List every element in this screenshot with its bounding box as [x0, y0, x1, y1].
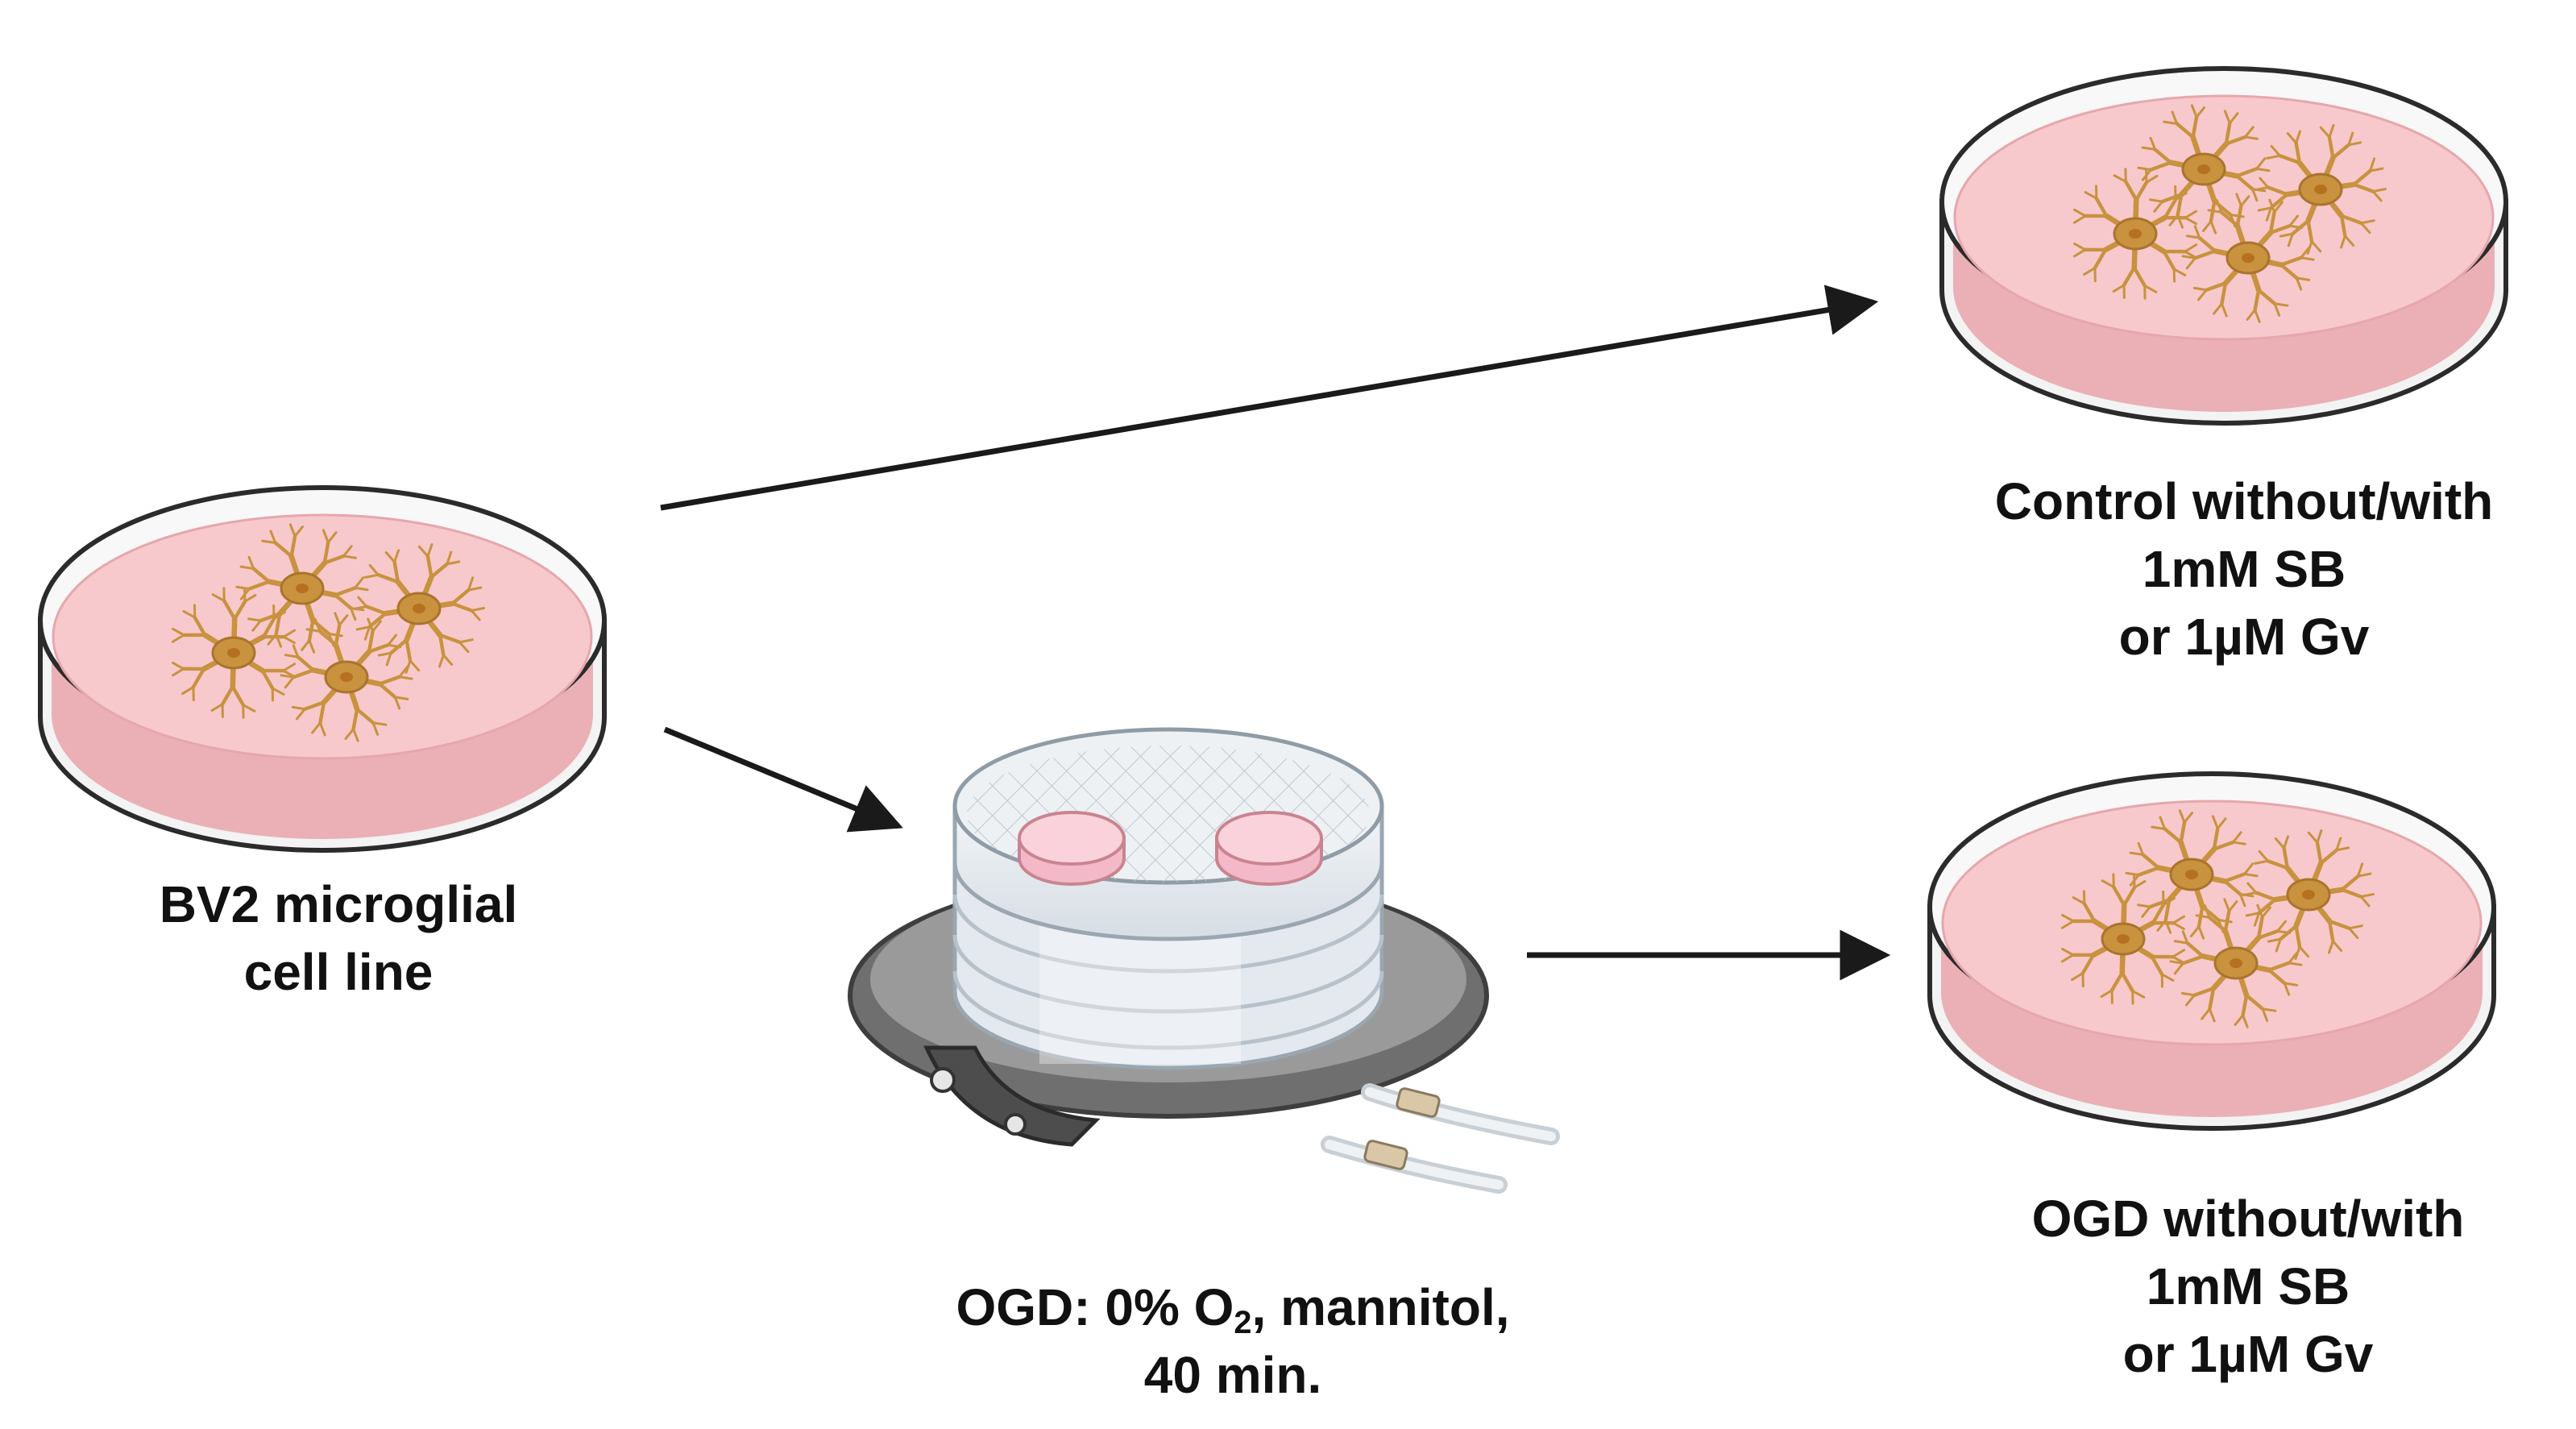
dish-medium [1955, 96, 2493, 339]
cell-nucleus [2197, 164, 2210, 174]
arrow-to-chamber [665, 729, 898, 826]
control-label-line-3: or 1µM Gv [1934, 603, 2554, 671]
cell-nucleus [2302, 890, 2315, 899]
latch-screw-left [931, 1069, 954, 1091]
cell-nucleus [2185, 870, 2198, 879]
ogd-result-label-line-1: OGD without/with [1926, 1185, 2570, 1252]
source-label-line-2: cell line [81, 938, 596, 1006]
cell-nucleus [2129, 229, 2142, 239]
cell-nucleus [296, 584, 309, 593]
chamber-label-line-1: OGD: 0% O2, mannitol, [846, 1273, 1620, 1341]
chamber-label-subscript: 2 [1234, 1305, 1251, 1340]
cell-nucleus [2230, 958, 2242, 968]
cell-nucleus [413, 604, 425, 613]
dish-medium [1943, 801, 2481, 1045]
ogd-result-label-line-2: 1mM SB [1926, 1252, 2570, 1320]
cell-nucleus [227, 648, 240, 658]
cell-nucleus [340, 672, 353, 682]
chamber-label-prefix: OGD: 0% O [956, 1278, 1234, 1336]
latch-screw-right [1006, 1115, 1025, 1134]
source-label: BV2 microglial cell line [81, 870, 596, 1006]
source-label-line-1: BV2 microglial [81, 870, 596, 938]
dish-medium [53, 515, 591, 758]
source-petri-dish [40, 488, 604, 850]
chamber-label-suffix: , mannitol, [1252, 1278, 1510, 1336]
cell-nucleus [2242, 253, 2255, 263]
cell-nucleus [2117, 934, 2130, 944]
chamber-dish-right [1217, 812, 1321, 884]
arrow-to-control [661, 302, 1873, 508]
control-label: Control without/with 1mM SB or 1µM Gv [1934, 467, 2554, 671]
control-label-line-1: Control without/with [1934, 467, 2554, 535]
chamber-tubes [1329, 1087, 1551, 1185]
ogd-petri-dish [1930, 774, 2494, 1128]
chamber-label-line-2: 40 min. [846, 1341, 1620, 1409]
cell-nucleus [2314, 185, 2327, 194]
chamber-dish-left [1019, 812, 1124, 884]
control-label-line-2: 1mM SB [1934, 535, 2554, 603]
hypoxia-chamber [850, 729, 1551, 1185]
chamber-label: OGD: 0% O2, mannitol, 40 min. [846, 1273, 1620, 1409]
ogd-result-label-line-3: or 1µM Gv [1926, 1320, 2570, 1388]
control-petri-dish [1942, 69, 2506, 423]
ogd-result-label: OGD without/with 1mM SB or 1µM Gv [1926, 1185, 2570, 1388]
